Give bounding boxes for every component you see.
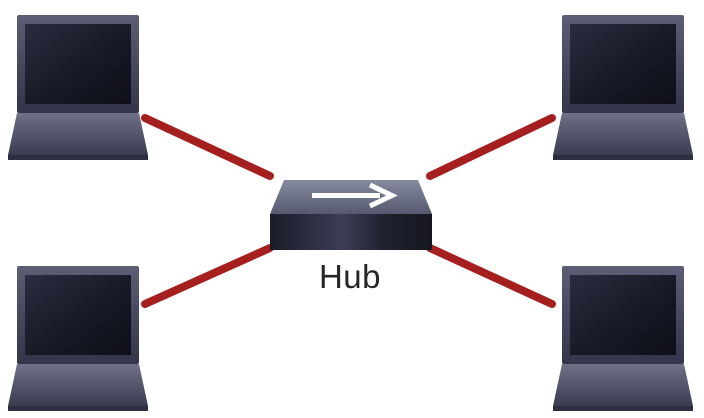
hub-device-icon	[270, 180, 432, 250]
network-cables	[141, 114, 556, 308]
cable-top-right	[426, 114, 556, 180]
laptop-bottom-right-icon	[553, 266, 693, 411]
cable-bottom-right	[426, 244, 556, 308]
cable-top-left	[141, 114, 274, 180]
hub-label: Hub	[318, 258, 382, 295]
right-arrow-icon	[312, 182, 398, 209]
cable-bottom-left	[141, 244, 274, 308]
laptop-top-right-icon	[553, 15, 693, 160]
laptop-top-left-icon	[8, 15, 148, 160]
laptop-bottom-left-icon	[8, 266, 148, 411]
